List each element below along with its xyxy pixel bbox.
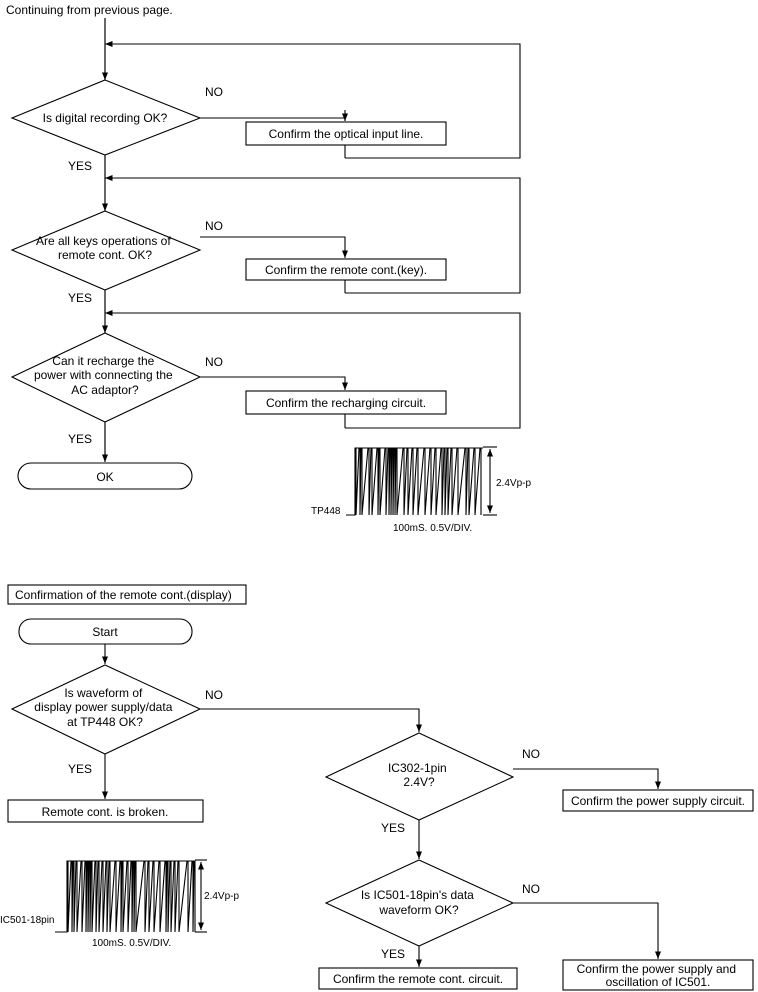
terminal-start-text: Start (92, 625, 118, 639)
loop-back-line (105, 309, 521, 429)
box-confirm-optical (245, 121, 447, 146)
box-confirm-remote-key (245, 258, 447, 281)
waveform-amplitude-label: 2.4Vp-p (204, 891, 239, 902)
waveform-tp448: 2.4Vp-p TP448 100mS. 0.5V/DIV. (311, 446, 531, 534)
waveform-ic501: 2.4Vp-p IC501-18pin 100mS. 0.5V/DIV. (0, 859, 239, 949)
decision-ic302-text: IC302-1pin 2.4V? (388, 761, 450, 789)
box-confirm-optical-text: Confirm the optical input line. (269, 127, 424, 141)
waveform-tp448-trace (346, 447, 483, 516)
decision-digital-recording (10, 79, 202, 156)
yes-label: YES (68, 432, 92, 446)
waveform-amplitude-label: 2.4Vp-p (496, 478, 531, 489)
no-label: NO (205, 85, 223, 99)
box-remote-circuit-text: Confirm the remote cont. circuit. (333, 972, 503, 986)
yes-label: YES (381, 821, 405, 835)
continuing-header: Continuing from previous page. (6, 3, 173, 17)
no-label: NO (522, 882, 540, 896)
box-remote-circuit (318, 967, 518, 990)
yes-label: YES (68, 291, 92, 305)
loop-back-line (105, 174, 521, 294)
yes-label: YES (68, 762, 92, 776)
box-ic501-oscillation (562, 959, 754, 991)
section-title: Confirmation of the remote cont.(display… (15, 588, 232, 602)
terminal-ok-text: OK (96, 470, 113, 484)
box-power-supply (562, 789, 754, 812)
section-title-box (7, 584, 247, 605)
box-confirm-remote-key-text: Confirm the remote cont.(key). (265, 263, 427, 277)
no-label: NO (522, 747, 540, 761)
yes-label: YES (68, 159, 92, 173)
box-power-supply-text: Confirm the power supply circuit. (571, 794, 745, 808)
waveform-probe-label: IC501-18pin (0, 915, 54, 926)
no-label: NO (205, 688, 223, 702)
box-confirm-recharging (245, 390, 447, 415)
box-ic501-oscillation-text: Confirm the power supply and oscillation… (577, 962, 740, 989)
decision-keys-operation-text: Are all keys operations of remote cont. … (36, 234, 174, 262)
waveform-scale-label: 100mS. 0.5V/DIV. (393, 523, 472, 534)
waveform-ic501-trace (55, 860, 196, 933)
decision-ic501-text: Is IC501-18pin's data waveform OK? (361, 888, 477, 917)
decision-recharge-text: Can it recharge the power with connectin… (34, 354, 176, 397)
loop-back-line (105, 40, 521, 159)
box-confirm-recharging-text: Confirm the recharging circuit. (266, 396, 426, 410)
no-label: NO (205, 219, 223, 233)
decision-keys-operation (10, 210, 202, 291)
box-remote-broken-text: Remote cont. is broken. (42, 805, 169, 819)
decision-digital-recording-text: Is digital recording OK? (43, 111, 168, 125)
decision-waveform-tp448-text: Is waveform of display power supply/data… (34, 686, 175, 729)
waveform-scale-label: 100mS. 0.5V/DIV. (92, 938, 171, 949)
decision-recharge (10, 332, 202, 423)
box-remote-broken (7, 799, 204, 823)
terminal-ok (17, 462, 193, 490)
no-label: NO (205, 355, 223, 369)
yes-label: YES (381, 947, 405, 961)
waveform-probe-label: TP448 (311, 506, 341, 517)
